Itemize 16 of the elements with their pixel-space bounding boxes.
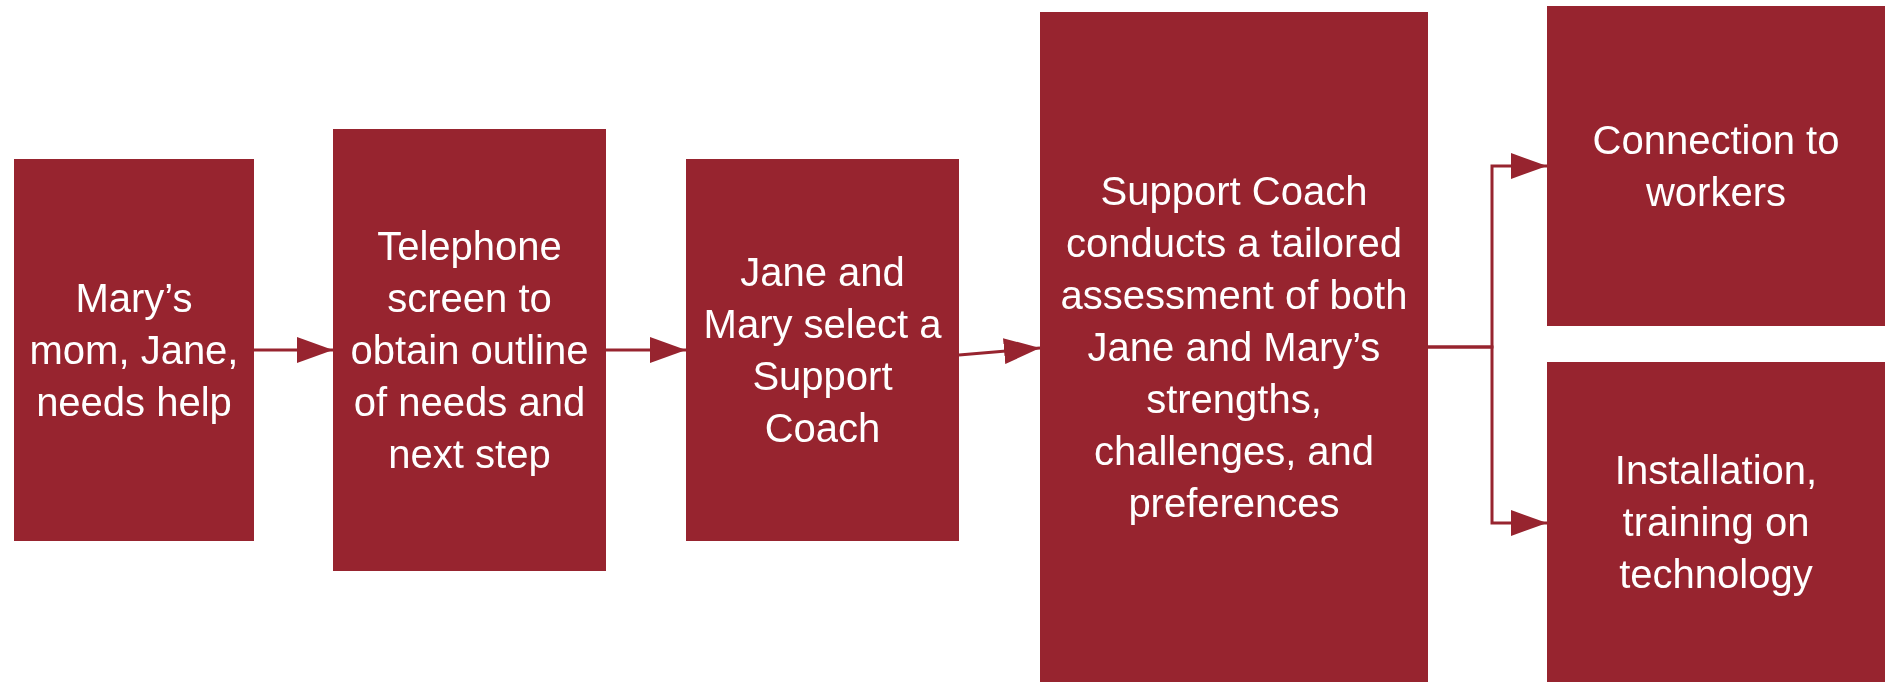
arrow	[254, 337, 333, 363]
box-text: Jane and Mary select a Support Coach	[702, 249, 943, 452]
arrow	[1428, 345, 1547, 536]
process-box	[1547, 362, 1885, 682]
process-box	[1547, 6, 1885, 326]
box-text: Support Coach conducts a tailored assessment of both Jane and Mary’s strengths, challenges, and preferences	[1059, 168, 1409, 527]
box-text: Connection to workers	[1591, 117, 1841, 216]
arrow	[958, 337, 1041, 364]
process-box	[14, 159, 254, 541]
box-text: Installation, training on technology	[1613, 447, 1819, 598]
box-text: Telephone screen to obtain outline of needs and next step	[349, 223, 590, 478]
process-box	[333, 129, 606, 571]
arrow	[606, 337, 686, 363]
process-box	[1040, 12, 1428, 682]
process-box	[686, 159, 959, 541]
box-text: Mary’s mom, Jane, needs help	[28, 275, 240, 426]
